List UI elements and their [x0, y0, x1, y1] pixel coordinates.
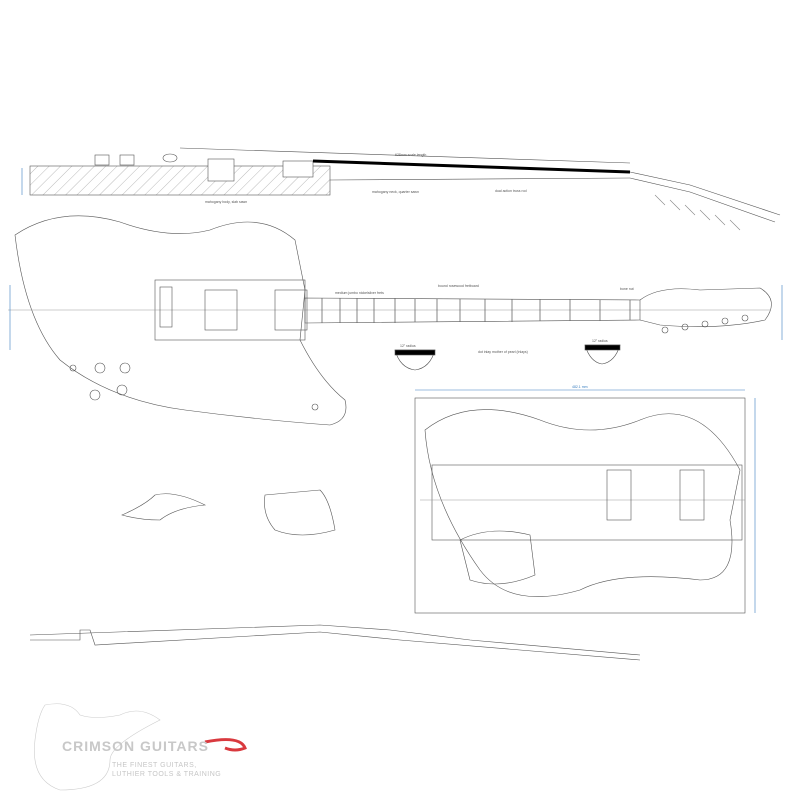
- nut-label: bone nut: [620, 287, 634, 291]
- body-blank-view: [414, 389, 756, 614]
- radius-label-1: 12" radius: [400, 344, 416, 348]
- radius-label-2: 12" radius: [592, 339, 608, 343]
- side-profile-view: [21, 147, 781, 231]
- body-top-view: [8, 215, 783, 426]
- brand-logo-text: CRIMSON GUITARS: [62, 738, 209, 754]
- brand-tagline-2: LUTHIER TOOLS & TRAINING: [112, 771, 222, 778]
- logo-red-swoosh: [204, 738, 247, 752]
- truss-rod-cover: [121, 493, 207, 521]
- scale-length-label: 628mm scale length: [395, 153, 427, 157]
- frets-label: medium jumbo nickelsilver frets: [335, 291, 384, 295]
- logo-guitar-outline: [34, 703, 161, 791]
- body-width-dimension: 482.1 mm: [572, 385, 588, 389]
- pickguard: [264, 489, 336, 536]
- fretboard-label: bound rosewood fretboard: [438, 284, 479, 288]
- neck-side-view: [29, 624, 641, 661]
- brand-tagline-1: THE FINEST GUITARS,: [112, 762, 197, 769]
- fretboard: [304, 297, 641, 324]
- body-wood-label: mahogany body, slab sawn: [205, 200, 248, 204]
- neck-wood-label: mahogany neck, quarter sawn: [372, 190, 419, 194]
- truss-rod-label: dual action truss rod: [495, 189, 527, 193]
- inlays-label: dot inlay mother of pearl (inlays): [478, 350, 528, 354]
